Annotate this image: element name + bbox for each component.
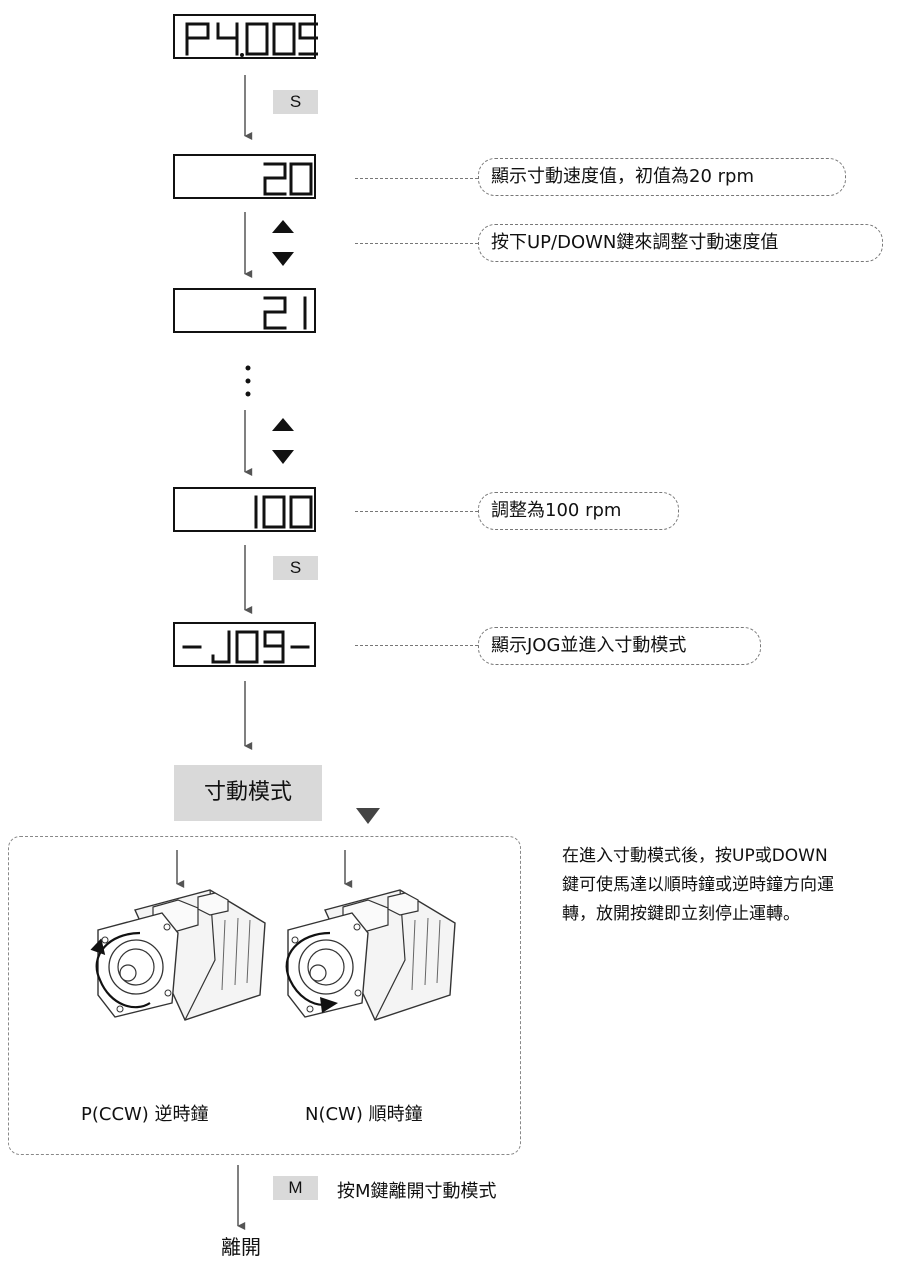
motor-label-ccw: P(CCW) 逆時鐘 [81, 1104, 209, 1125]
up-down-key-icon [272, 418, 294, 464]
note-line: 轉，放開按鍵即立刻停止運轉。 [562, 904, 800, 924]
servo-motor-icon [285, 889, 456, 1021]
display-100 [173, 487, 316, 532]
callout-show-jog: 顯示JOG並進入寸動模式 [478, 627, 761, 665]
callout-adjust-speed: 按下UP/DOWN鍵來調整寸動速度值 [478, 224, 883, 262]
segment-digits [185, 22, 318, 57]
down-key-icon [356, 808, 380, 824]
callout-adjust-100: 調整為100 rpm [478, 492, 679, 530]
note-line: 鍵可使馬達以順時鐘或逆時鐘方向運 [562, 875, 834, 895]
connector [355, 243, 478, 244]
display-21 [173, 288, 316, 333]
connector [355, 511, 478, 512]
jog-mode-box: 寸動模式 [174, 765, 322, 821]
servo-motor-icon [90, 889, 266, 1021]
m-key[interactable]: M [273, 1176, 318, 1200]
s-key[interactable]: S [273, 90, 318, 114]
display-20 [173, 154, 316, 199]
note-line: 在進入寸動模式後，按UP或DOWN [562, 846, 828, 866]
ellipsis-dot [245, 365, 251, 371]
s-key[interactable]: S [273, 556, 318, 580]
connector [355, 645, 478, 646]
exit-label: 離開 [221, 1235, 261, 1259]
up-down-key-icon [272, 220, 294, 266]
callout-show-speed: 顯示寸動速度值，初值為20 rpm [478, 158, 846, 196]
display-p4005 [173, 14, 318, 59]
ellipsis-dot [245, 378, 251, 384]
connector [355, 178, 478, 179]
exit-hint: 按M鍵離開寸動模式 [337, 1181, 497, 1202]
ellipsis-dot [245, 391, 251, 397]
motor-label-cw: N(CW) 順時鐘 [305, 1104, 423, 1125]
display-jog [173, 622, 316, 667]
jog-mode-group [8, 836, 521, 1155]
